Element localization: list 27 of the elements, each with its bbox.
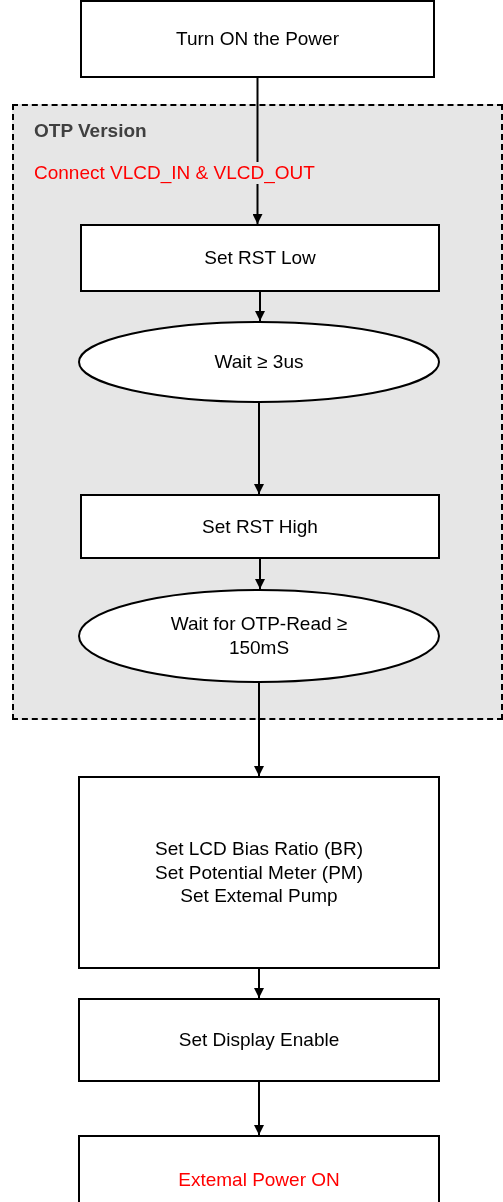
step-text: Set Display Enable [178,1028,340,1052]
arrow [254,682,264,777]
arrow [255,558,265,590]
step-text: Turn ON the Power [176,27,339,51]
step-text: Extemal Power ON [178,1168,340,1192]
step-text: Set RST High [202,514,318,539]
step-text: Set LCD Bias Ratio (BR) [155,836,363,861]
step-text: Wait ≥ 3us [214,350,304,374]
dashed-group-box [12,104,503,720]
wait-ellipse [78,321,440,403]
process-box [78,998,440,1082]
arrow [252,77,263,225]
arrow [254,968,264,999]
step-text: Set RST Low [204,246,316,270]
process-box [78,776,440,969]
process-box [78,1135,440,1202]
arrow [255,291,265,322]
wait-ellipse [78,589,440,683]
process-box [80,0,435,78]
note-text: Connect VLCD_IN & VLCD_OUT [34,162,315,184]
step-text: Set Potential Meter (PM) [155,860,363,885]
arrow [254,1081,264,1136]
step-text: Set Extemal Pump [180,884,338,909]
process-box [80,494,440,559]
arrow [254,402,264,495]
step-text: Wait for OTP-Read ≥ 150mS [169,612,349,660]
process-box [80,224,440,292]
